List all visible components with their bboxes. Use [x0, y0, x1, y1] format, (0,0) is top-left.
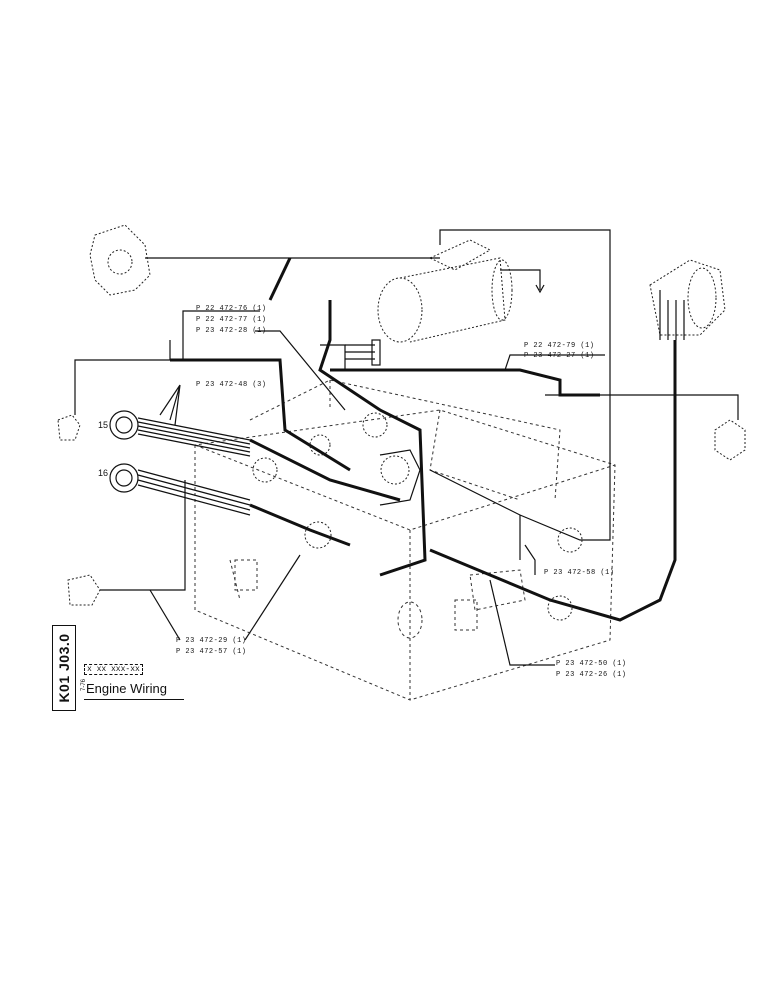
- page-title: Engine Wiring: [86, 681, 167, 696]
- callout-label: P 23 472-27 (1): [524, 352, 595, 360]
- callout-label: P 22 472-79 (1): [524, 342, 595, 350]
- alternator-component: [89, 224, 440, 301]
- starter-motor: [377, 239, 545, 343]
- callout-label: P 23 472-28 (1): [196, 327, 267, 335]
- connector-16: [109, 463, 251, 516]
- callout-label: P 23 472-26 (1): [556, 671, 627, 679]
- callout-label: P 23 472-48 (3): [196, 381, 267, 389]
- callout-label: P 23 472-58 (1): [544, 569, 615, 577]
- callout-label: P 22 472-76 (1): [196, 305, 267, 313]
- right-top-component: [649, 259, 726, 340]
- engine-block-outline: [194, 379, 616, 701]
- drawing-code: K01 J03.0: [52, 625, 76, 711]
- callout-label: P 23 472-29 (1): [176, 637, 247, 645]
- connector-15: [109, 410, 251, 457]
- title-underline: [84, 699, 184, 700]
- callout-label: P 23 472-57 (1): [176, 648, 247, 656]
- leader-lines: [149, 310, 605, 666]
- callout-label: P 23 472-50 (1): [556, 660, 627, 668]
- connector-number: 15: [98, 420, 109, 430]
- wiring-harness: [170, 229, 677, 622]
- connector-number: 16: [98, 468, 109, 478]
- right-sensor: [545, 394, 746, 461]
- part-number: x xx xxx-xx: [84, 664, 143, 675]
- callout-label: P 22 472-77 (1): [196, 316, 267, 324]
- drawing-code-text: K01 J03.0: [56, 633, 72, 703]
- left-sensors: [57, 340, 186, 606]
